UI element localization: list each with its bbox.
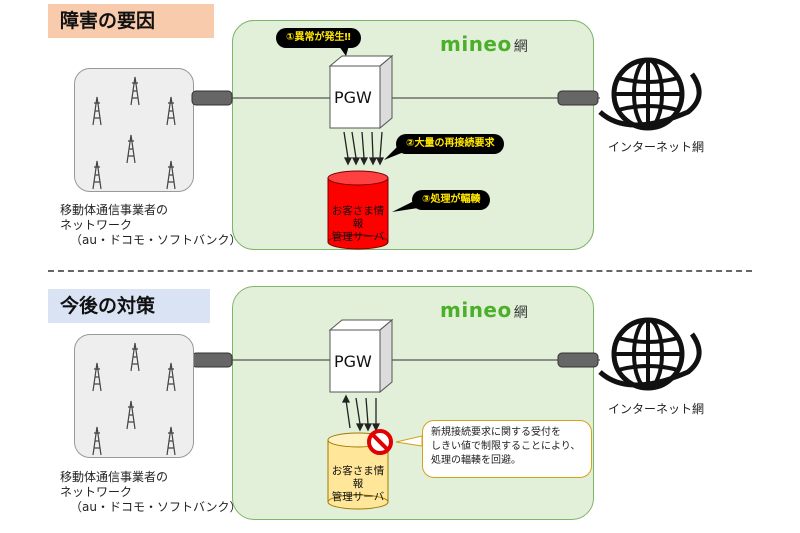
callout-reconnect: ②大量の再接続要求 xyxy=(396,134,505,154)
carrier-label-bottom: 移動体通信事業者の ネットワーク （au・ドコモ・ソフトバンク） xyxy=(60,470,242,514)
internet-label-top: インターネット網 xyxy=(608,140,705,154)
cell-tower-icon xyxy=(126,134,136,164)
cell-tower-icon xyxy=(166,96,176,126)
cell-tower-icon xyxy=(92,96,102,126)
cell-tower-icon xyxy=(166,160,176,190)
globe-icon xyxy=(598,57,702,131)
cell-tower-icon xyxy=(166,426,176,456)
section-title-cause: 障害の要因 xyxy=(48,4,214,38)
carrier-network-bottom xyxy=(74,334,194,458)
internet-label-bottom: インターネット網 xyxy=(608,402,705,416)
cell-tower-icons-top xyxy=(92,76,176,190)
carrier-label-top: 移動体通信事業者の ネットワーク （au・ドコモ・ソフトバンク） xyxy=(60,203,242,247)
cell-tower-icon xyxy=(130,76,140,106)
cell-tower-icons-bottom xyxy=(92,342,176,456)
pgw-box-top xyxy=(328,54,394,130)
cell-tower-icon xyxy=(92,426,102,456)
server-fault-top xyxy=(327,170,389,250)
cell-tower-icon xyxy=(92,362,102,392)
cell-tower-icon xyxy=(166,362,176,392)
cell-tower-icon xyxy=(126,400,136,430)
callout-anomaly: ①異常が発生‼ xyxy=(276,28,361,48)
cell-tower-icon xyxy=(92,160,102,190)
server-label-bottom: お客さま情報管理サーバ xyxy=(331,465,385,503)
pgw-label-bottom: PGW xyxy=(334,352,372,371)
server-label-top: お客さま情報管理サーバ xyxy=(331,205,385,243)
section-divider xyxy=(48,270,752,272)
callout-congestion: ③処理が輻輳 xyxy=(412,190,491,210)
cell-tower-icon xyxy=(130,342,140,372)
pgw-box-bottom xyxy=(328,318,394,394)
carrier-network-top xyxy=(74,68,194,192)
globe-icon xyxy=(598,317,702,391)
section-title-countermeasure: 今後の対策 xyxy=(48,289,210,323)
pgw-label-top: PGW xyxy=(334,88,372,107)
countermeasure-note: 新規接続要求に関する受付を しきい値で制限することにより、 処理の輻輳を回避。 xyxy=(422,420,592,478)
prohibited-icon xyxy=(367,429,393,455)
